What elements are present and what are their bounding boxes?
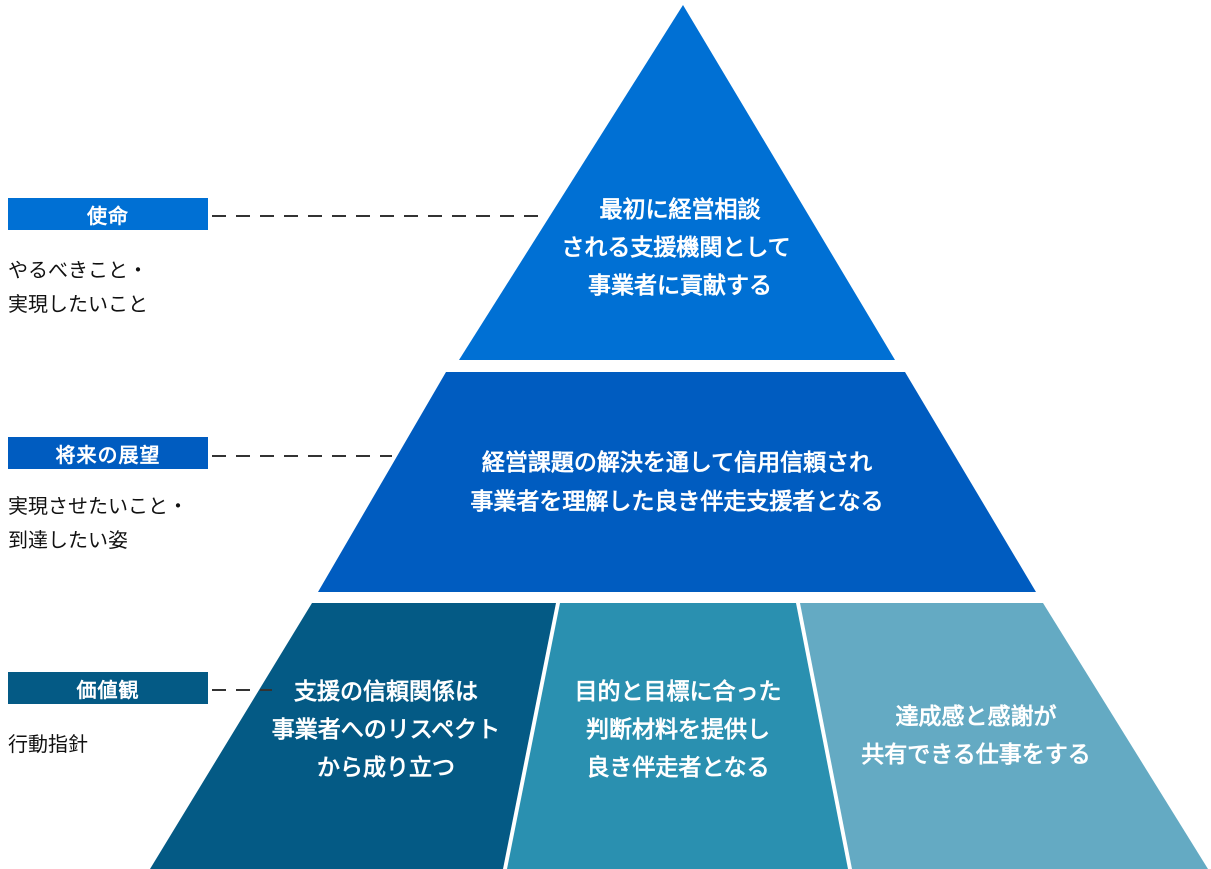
value-1-line-2: 事業者へのリスペクト (272, 716, 500, 743)
desc-mission: やるべきこと・ 実現したいこと (8, 253, 148, 321)
value-2-line-2: 判断材料を提供し (586, 716, 770, 743)
pyramid-tier-value-2 (507, 603, 848, 869)
desc-values-line-1: 行動指針 (8, 732, 88, 756)
vision-line-2: 事業者を理解した良き伴走支援者となる (470, 488, 883, 515)
mission-line-1: 最初に経営相談 (600, 196, 762, 223)
badge-values: 価値観 (8, 672, 208, 704)
vision-line-1: 経営課題の解決を通して信用信頼され (482, 449, 872, 476)
pyramid-tier-vision (318, 372, 1036, 592)
value-2-line-3: 良き伴走者となる (586, 754, 769, 781)
value-1-line-1: 支援の信頼関係は (293, 678, 478, 705)
pyramid-tier-mission (459, 5, 895, 360)
badge-mission: 使命 (8, 198, 208, 230)
desc-vision: 実現させたいこと・ 到達したい姿 (8, 489, 188, 557)
value-3-line-1: 達成感と感謝が (896, 703, 1057, 730)
desc-values: 行動指針 (8, 727, 88, 761)
desc-mission-line-2: 実現したいこと (8, 292, 148, 316)
badge-vision: 将来の展望 (8, 437, 208, 469)
value-3-line-2: 共有できる仕事をする (861, 741, 1091, 768)
desc-vision-line-2: 到達したい姿 (8, 528, 128, 552)
desc-mission-line-1: やるべきこと・ (8, 258, 148, 282)
mission-line-2: される支援機関として (561, 235, 790, 261)
value-2-line-1: 目的と目標に合った (575, 678, 782, 705)
value-1-line-3: から成り立つ (317, 754, 455, 781)
pyramid-tier-value-3 (800, 603, 1208, 869)
desc-vision-line-1: 実現させたいこと・ (8, 494, 188, 518)
pyramid-tier-value-1 (150, 603, 556, 869)
mission-line-3: 事業者に貢献する (588, 272, 772, 299)
